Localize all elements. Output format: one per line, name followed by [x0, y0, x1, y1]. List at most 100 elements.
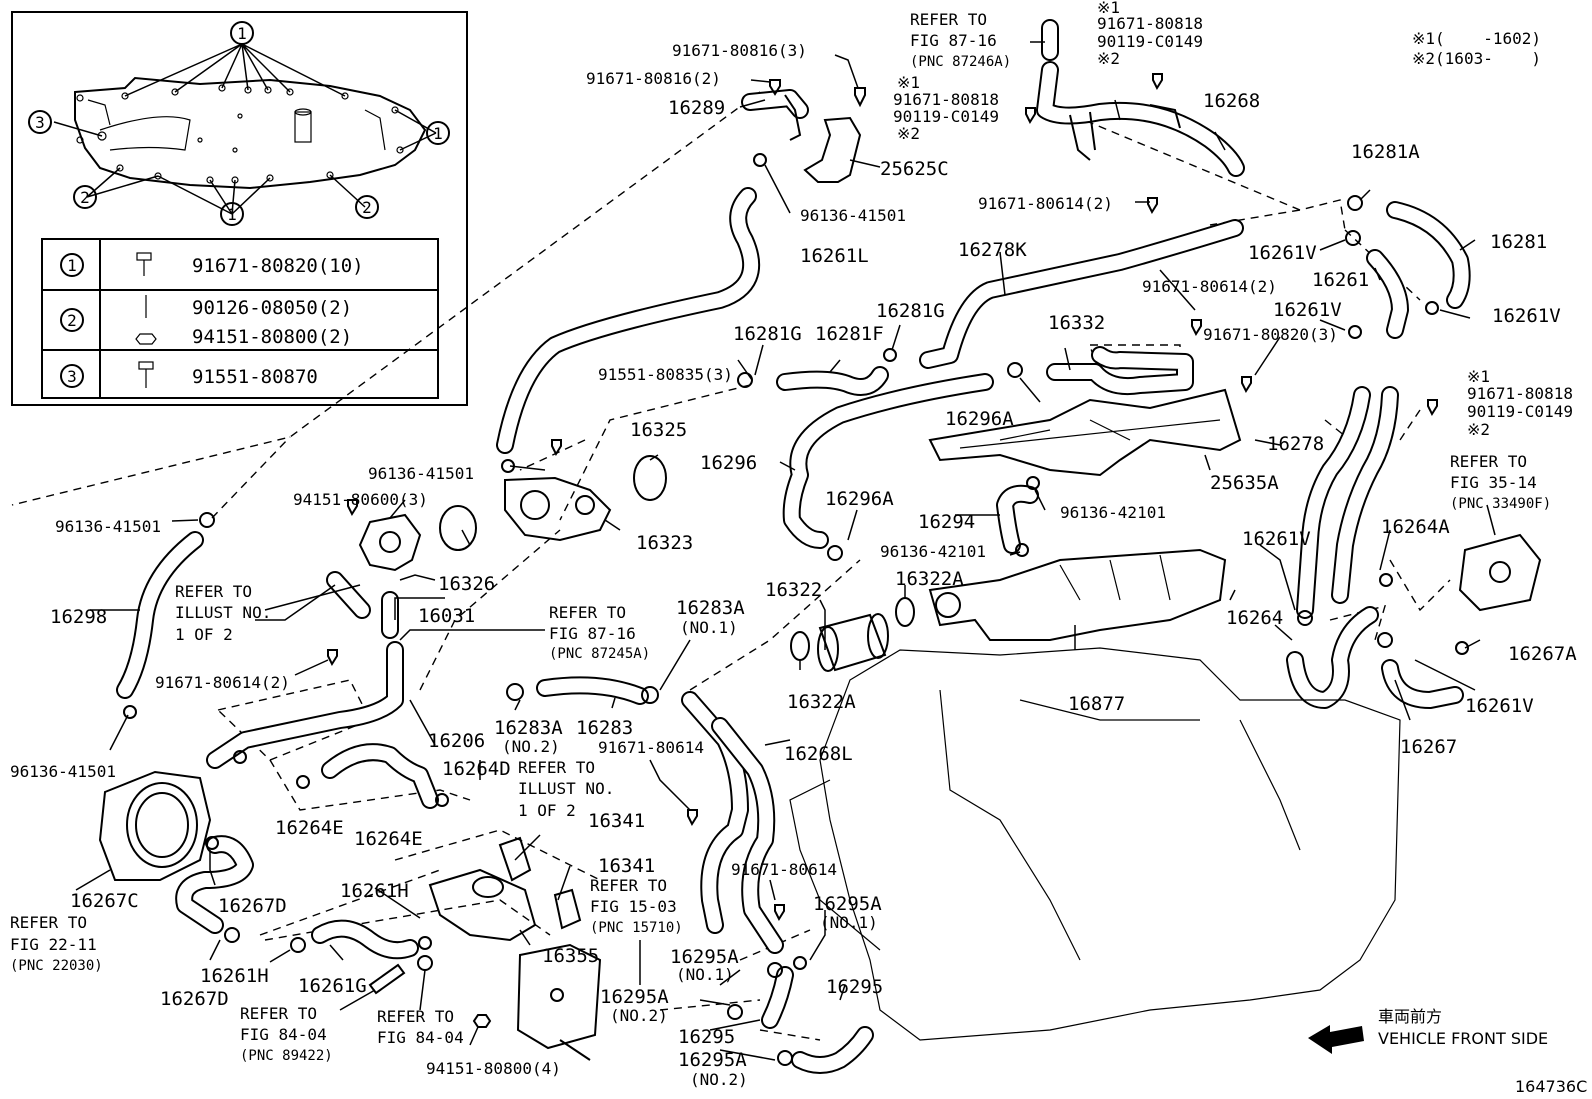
- pipe-16289: [741, 89, 809, 119]
- svg-text:REFER TO: REFER TO: [590, 876, 667, 895]
- part-label: 16206: [428, 730, 485, 752]
- hose-16298: [116, 531, 204, 699]
- clamp-icon: [1377, 632, 1393, 648]
- part-label: 16295A: [813, 893, 882, 915]
- svg-text:(PNC 33490F): (PNC 33490F): [1450, 496, 1551, 512]
- engine-block: [789, 647, 1401, 1041]
- svg-text:FIG 87-16: FIG 87-16: [549, 624, 636, 643]
- part-label: 16261V: [1242, 528, 1311, 550]
- part-label: 16278K: [958, 239, 1027, 261]
- clamp-icon: [418, 936, 432, 950]
- front-arrow-icon: [1308, 1025, 1364, 1054]
- part-label: 16281F: [815, 323, 884, 345]
- part-label: 94151-80600(3): [293, 490, 428, 509]
- svg-text:REFER TO: REFER TO: [175, 582, 252, 601]
- hose-16261L: [496, 187, 761, 454]
- nut-icon: [135, 333, 157, 345]
- bolt-icon: [1025, 107, 1036, 125]
- part-label: 91671-80614(2): [1142, 277, 1277, 296]
- clamp-icon: [506, 683, 524, 701]
- series-note-1: ※1( -1602): [1412, 29, 1541, 48]
- part-label: 16326: [438, 573, 495, 595]
- clamp-icon: [641, 686, 659, 704]
- part-label: 16267C: [70, 890, 139, 912]
- part-label: (NO.2): [502, 737, 560, 756]
- intake-cover-drawing: [53, 43, 437, 215]
- ref-illust-b: REFER TO ILLUST NO. 1 OF 2: [518, 758, 614, 820]
- part-label: 90119-C0149: [1097, 32, 1203, 51]
- hose-16264D: [321, 743, 439, 809]
- part-label: 90119-C0149: [1467, 402, 1573, 421]
- svg-text:FIG 87-16: FIG 87-16: [910, 31, 997, 50]
- clamp-icon: [224, 927, 240, 943]
- ref-fig84-04-b: REFER TO FIG 84-04: [377, 1007, 464, 1047]
- clamp-icon: [737, 372, 753, 388]
- clamp-icon: [767, 962, 783, 978]
- water-passage-16877: [928, 548, 1227, 641]
- part-label: 16283A: [676, 597, 745, 619]
- clamp-icon: [435, 793, 449, 807]
- part-label: 16261V: [1273, 299, 1342, 321]
- part-label: 91551-80835(3): [598, 365, 733, 384]
- part-label: 16322: [765, 579, 822, 601]
- leader-lines: [75, 41, 1496, 1061]
- pipe-16322: [790, 597, 915, 672]
- part-label: 16278: [1267, 433, 1324, 455]
- ref-fig35-14: REFER TO FIG 35-14 (PNC 33490F): [1450, 452, 1551, 512]
- svg-text:1: 1: [227, 205, 237, 224]
- part-label: 91671-80818: [893, 90, 999, 109]
- pipe-16268L: [681, 691, 784, 954]
- svg-text:(PNC 87245A): (PNC 87245A): [549, 646, 650, 662]
- clamp-icon: [883, 348, 897, 362]
- bolt-icon: [327, 649, 338, 667]
- hose-16261G: [311, 919, 419, 960]
- reference-notes: REFER TO FIG 87-16 (PNC 87246A) REFER TO…: [10, 10, 1551, 1064]
- note-mark: ※1: [1097, 0, 1120, 17]
- part-label: 94151-80800(4): [426, 1059, 561, 1078]
- svg-text:(PNC 87246A): (PNC 87246A): [910, 54, 1011, 70]
- svg-text:ILLUST NO.: ILLUST NO.: [518, 779, 614, 798]
- part-label: 91671-80816(3): [672, 41, 807, 60]
- part-label: 96136-42101: [1060, 503, 1166, 522]
- pipe-16206: [206, 641, 404, 769]
- clamp-icon: [1345, 230, 1361, 246]
- ref-fig22-11: REFER TO FIG 22-11 (PNC 22030): [10, 913, 103, 974]
- part-label: 16341: [588, 810, 645, 832]
- svg-text:REFER TO: REFER TO: [910, 10, 987, 29]
- nut-icon: [472, 1014, 492, 1028]
- svg-text:1: 1: [67, 256, 77, 275]
- part-label: 91671-80818: [1097, 14, 1203, 33]
- part-label: 16268: [1203, 90, 1260, 112]
- part-label: 16296A: [825, 488, 894, 510]
- part-label: 16267D: [160, 988, 229, 1010]
- clamp-icon: [199, 512, 215, 528]
- hose-16283: [536, 676, 649, 705]
- ref-fig15-03: REFER TO FIG 15-03 (PNC 15710): [590, 876, 683, 936]
- part-label: 16294: [918, 511, 975, 533]
- figure-code: 164736C: [1515, 1077, 1587, 1096]
- part-label: 16281G: [876, 300, 945, 322]
- bracket-25625C: [784, 94, 862, 183]
- part-label: 91671-80818: [1467, 384, 1573, 403]
- svg-text:FIG 84-04: FIG 84-04: [377, 1028, 464, 1047]
- part-label: 16295A: [678, 1049, 747, 1071]
- part-label: 16296A: [945, 408, 1014, 430]
- hose-16281: [1386, 201, 1471, 309]
- svg-text:VEHICLE FRONT SIDE: VEHICLE FRONT SIDE: [1378, 1029, 1548, 1048]
- svg-text:FIG 22-11: FIG 22-11: [10, 935, 97, 954]
- svg-text:REFER TO: REFER TO: [518, 758, 595, 777]
- bolt-icon: [1152, 73, 1163, 91]
- oil-cooler-right: [1458, 533, 1542, 612]
- inset-panel: 1 1 1 3 2 2 1: [11, 11, 468, 406]
- part-label: 91671-80614(2): [978, 194, 1113, 213]
- pipe-16268: [1036, 19, 1245, 177]
- part-label: 16322A: [787, 691, 856, 713]
- hose-16031: [326, 571, 399, 639]
- part-labels: 16268 16281A 16281 16261V 16261 16261V 1…: [10, 0, 1577, 1089]
- components: [98, 94, 1542, 1061]
- part-label: 16341: [598, 855, 655, 877]
- part-label: 91671-80614(2): [155, 673, 290, 692]
- part-label: 16295: [826, 976, 883, 998]
- svg-text:2: 2: [67, 311, 77, 330]
